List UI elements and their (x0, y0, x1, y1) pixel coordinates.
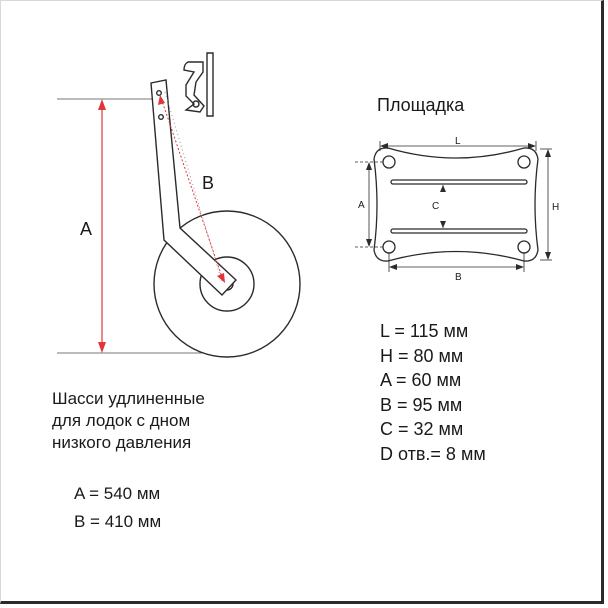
dimension-l (379, 141, 537, 151)
label-c-plate: C (432, 201, 439, 212)
plate-slot-top (390, 179, 528, 185)
leg-hole-middle (157, 113, 164, 120)
plate-spec-h: H = 80 мм (380, 345, 464, 366)
label-b-chassis: B (202, 173, 214, 193)
chassis-spec-b: B = 410 мм (74, 512, 162, 531)
plate-drawing (355, 141, 552, 272)
plate-spec-b: B = 95 мм (380, 394, 463, 415)
label-b-plate: B (455, 272, 462, 283)
plate-spec-l: L = 115 мм (380, 321, 469, 341)
chassis-leg (150, 79, 237, 296)
chassis-specs: A = 540 мм B = 410 мм (74, 484, 161, 540)
dimension-c (440, 185, 446, 228)
dimension-a-chassis (98, 99, 106, 353)
plate-spec-d: D отв.= 8 мм (380, 443, 486, 464)
plate-hole-top-right (517, 155, 531, 169)
plate-outline (373, 147, 539, 262)
chassis-spec-a: A = 540 мм (74, 484, 161, 503)
chassis-description: Шасси удлиненные для лодок с дном низког… (52, 389, 205, 455)
plate-spec-c: C = 32 мм (380, 419, 464, 440)
label-l-plate: L (455, 136, 461, 147)
dimension-b-chassis (158, 91, 225, 283)
dimension-h (540, 148, 552, 261)
label-h-plate: H (552, 202, 559, 213)
dimension-a-plate (355, 161, 384, 248)
chassis-description-line: Шасси удлиненные (52, 389, 205, 408)
wheel-hub (199, 256, 255, 312)
chassis-drawing (57, 52, 301, 358)
transom-bracket (183, 52, 214, 117)
label-a-chassis: A (80, 219, 92, 239)
chassis-description-line: для лодок с дном (52, 411, 191, 430)
dimension-b-plate (388, 252, 525, 272)
leg-hole-top (155, 89, 162, 96)
label-a-plate: A (358, 200, 365, 211)
plate-specs: L = 115 мм H = 80 мм A = 60 мм B = 95 мм… (380, 319, 486, 467)
plate-slot-bottom (390, 228, 528, 234)
plate-title: Площадка (377, 95, 465, 115)
chassis-description-line: низкого давления (52, 433, 192, 452)
plate-spec-a: A = 60 мм (380, 370, 462, 391)
